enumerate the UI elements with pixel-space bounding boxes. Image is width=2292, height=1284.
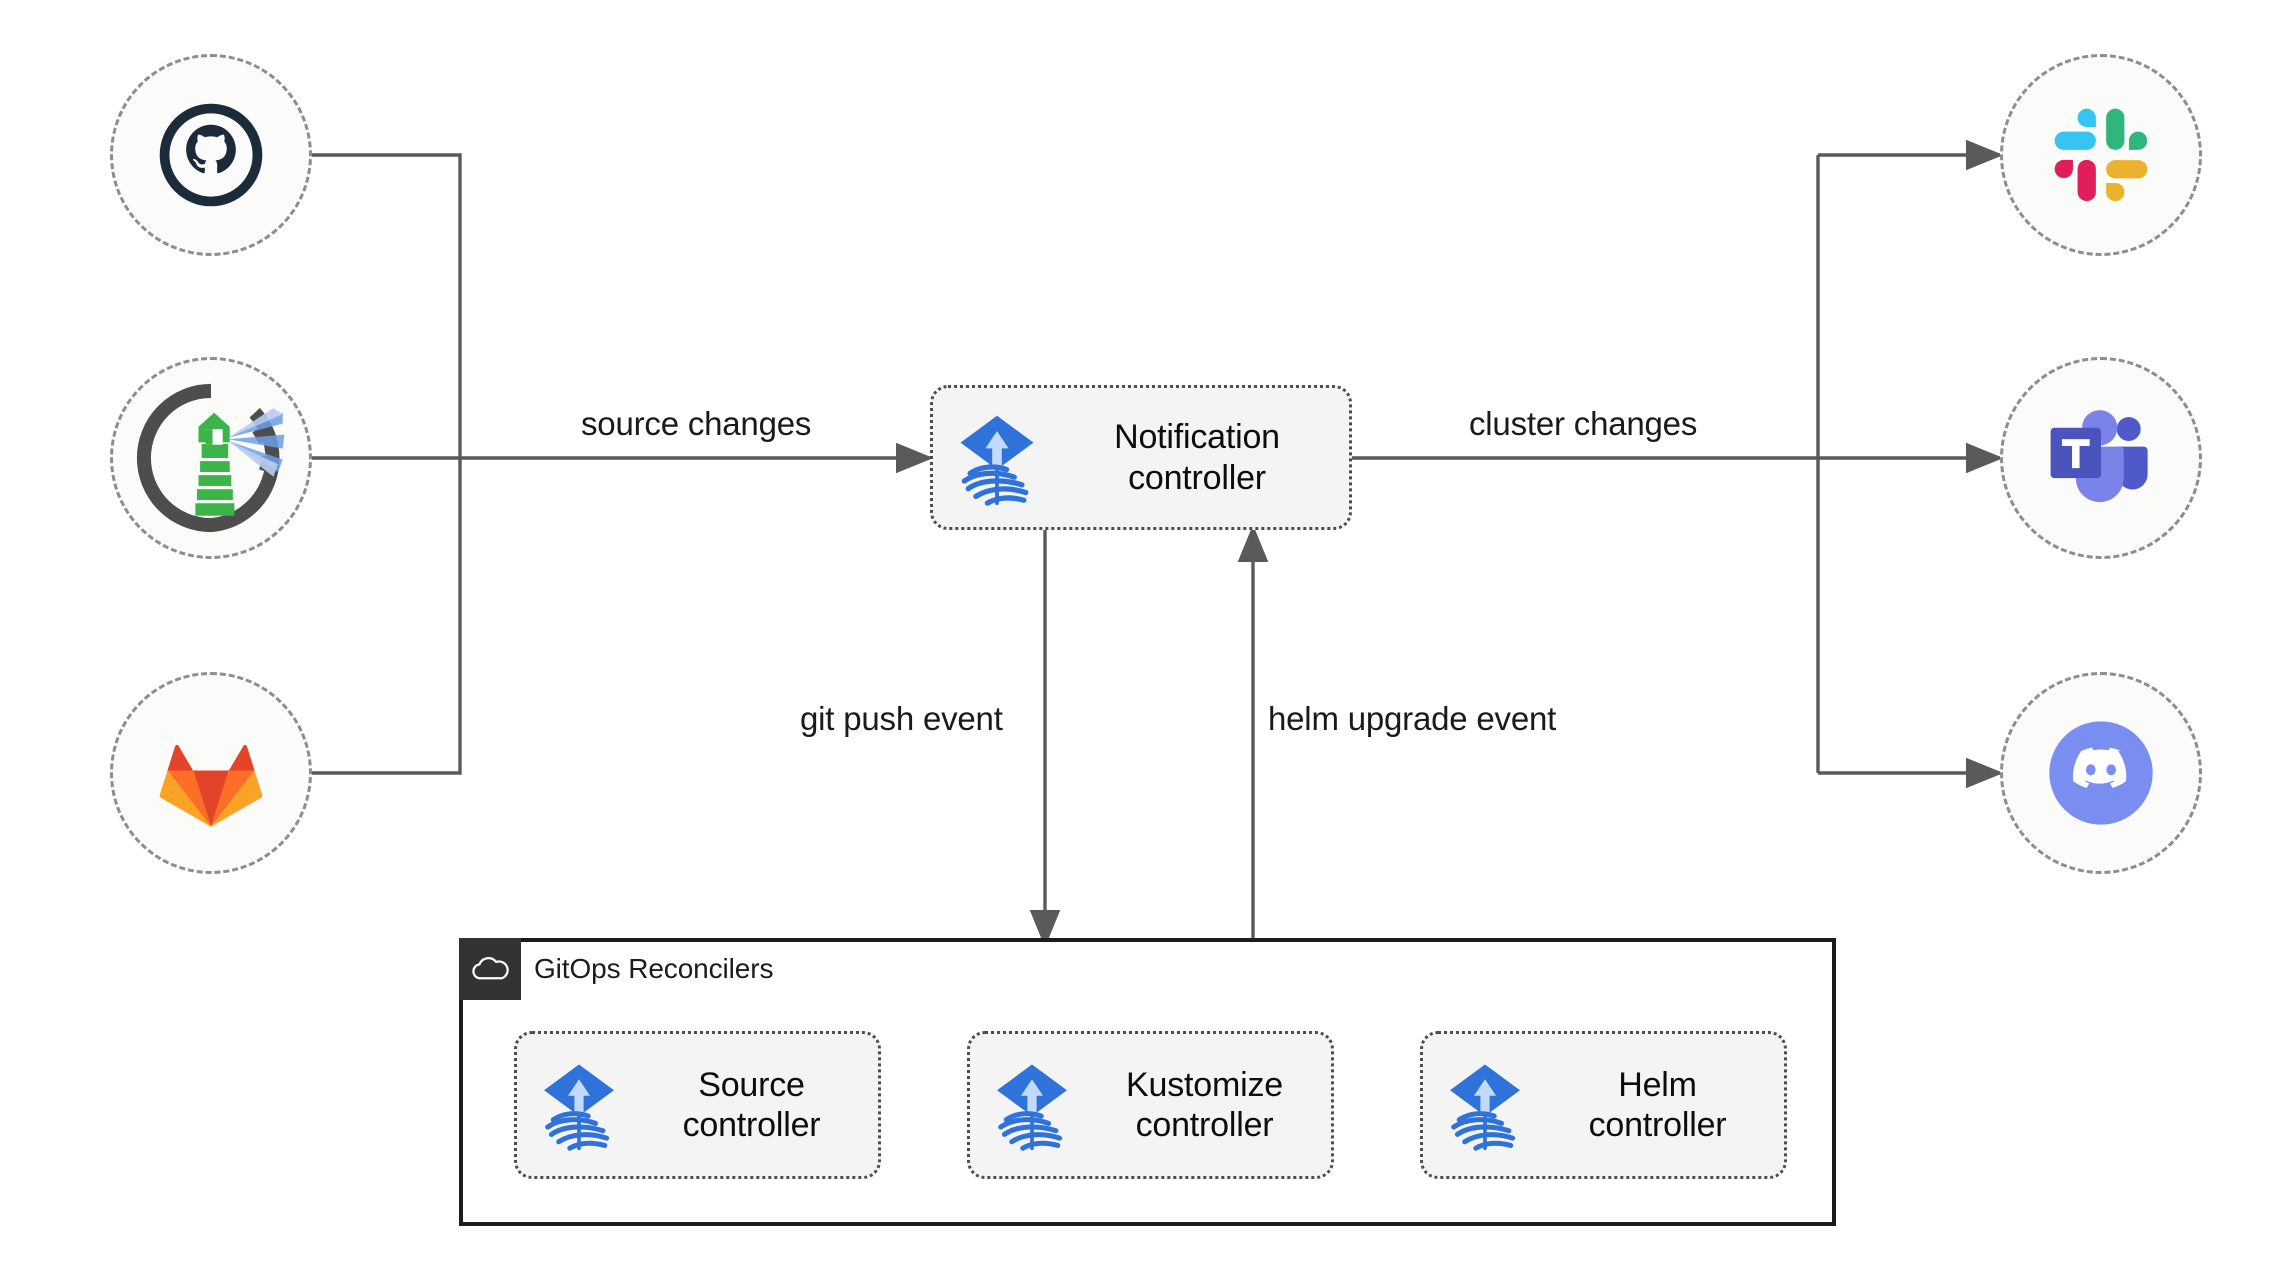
source-node-gitlab[interactable]: [110, 672, 312, 874]
helm-controller-label: Helm controller: [1588, 1065, 1727, 1144]
source-controller-label: Source controller: [682, 1065, 821, 1144]
notification-controller-label: Notification controller: [1114, 418, 1280, 497]
flux-lighthouse-icon: [133, 380, 289, 536]
flux-controller-icon: [986, 1059, 1078, 1151]
kustomize-controller-box[interactable]: Kustomize controller: [967, 1031, 1334, 1179]
source-node-github[interactable]: [110, 54, 312, 256]
cloud-icon: [459, 938, 521, 1000]
notification-controller-box[interactable]: Notification controller: [930, 385, 1352, 530]
edge-label-source-changes: source changes: [581, 405, 812, 442]
flux-controller-icon: [533, 1059, 625, 1151]
discord-icon: [2033, 705, 2169, 841]
source-node-flux[interactable]: [110, 357, 312, 559]
edge-label-helm-upgrade-event: helm upgrade event: [1268, 700, 1557, 737]
gitops-reconcilers-title: GitOps Reconcilers: [534, 953, 774, 984]
source-controller-box[interactable]: Source controller: [514, 1031, 881, 1179]
helm-controller-box[interactable]: Helm controller: [1420, 1031, 1787, 1179]
target-node-slack[interactable]: [2000, 54, 2202, 256]
target-node-discord[interactable]: [2000, 672, 2202, 874]
cloud-glyph: [468, 953, 512, 985]
slack-icon: [2040, 94, 2162, 216]
target-node-teams[interactable]: [2000, 357, 2202, 559]
edge-label-cluster-changes: cluster changes: [1469, 405, 1698, 442]
edge-label-git-push-event: git push event: [800, 700, 1003, 737]
github-icon: [157, 101, 265, 209]
kustomize-controller-label: Kustomize controller: [1126, 1065, 1283, 1144]
flux-controller-icon: [949, 410, 1045, 506]
ms-teams-icon: [2038, 395, 2164, 521]
flux-controller-icon: [1439, 1059, 1531, 1151]
gitlab-icon: [147, 709, 275, 837]
